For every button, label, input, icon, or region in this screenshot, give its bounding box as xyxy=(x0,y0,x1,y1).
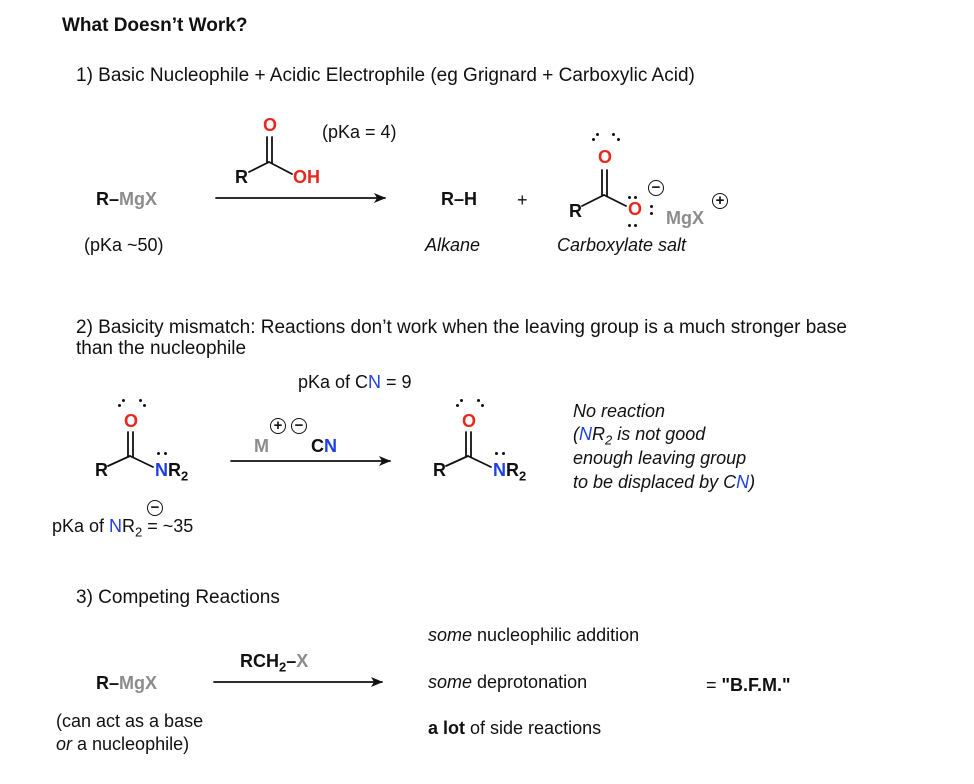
lone-pair-dot xyxy=(634,196,637,199)
s3-outcome-deprotonation: some deprotonation xyxy=(428,672,588,692)
negative-charge-icon: − xyxy=(648,180,664,196)
s1-acid-carbonyl-oxygen: O xyxy=(263,115,278,135)
s1-reactant-grignard: R–MgX xyxy=(96,189,158,209)
section1-heading: 1) Basic Nucleophile + Acidic Electrophi… xyxy=(76,65,695,86)
lone-pair-dot xyxy=(650,205,653,208)
negative-charge-icon: − xyxy=(291,418,307,434)
bond-c-r xyxy=(581,194,605,207)
s1-product-alkane: R–H xyxy=(441,189,478,209)
section2-heading-line2: than the nucleophile xyxy=(76,338,247,359)
lone-pair-dot xyxy=(118,404,121,407)
s1-acid-pka: (pKa = 4) xyxy=(322,122,397,142)
s3-outcome-side-reactions: a lot of side reactions xyxy=(428,718,602,738)
s2-product-amide-oxygen: O xyxy=(462,411,477,431)
lone-pair-dot xyxy=(628,196,631,199)
lone-pair-dot xyxy=(460,399,463,402)
lone-pair-dot xyxy=(477,399,480,402)
s1-acid-r-group: R xyxy=(235,167,248,187)
s2-amide-r-group: R xyxy=(95,460,108,480)
s1-carboxylate-label: Carboxylate salt xyxy=(557,235,687,255)
s3-reactant-grignard: R–MgX xyxy=(96,673,158,693)
s2-note-line4: to be displaced by CN) xyxy=(573,472,756,492)
lone-pair-dot xyxy=(164,452,167,455)
lone-pair-dot xyxy=(628,224,631,227)
lone-pair-dot xyxy=(617,138,620,141)
s2-product-r-group: R xyxy=(433,460,446,480)
s2-amide-nr2: NR2 xyxy=(155,460,189,484)
lone-pair-dot xyxy=(650,212,653,215)
s2-note-line1: No reaction xyxy=(573,401,666,421)
s3-outcome-addition: some nucleophilic addition xyxy=(428,625,640,645)
lone-pair-dot xyxy=(634,224,637,227)
s1-plus-sign: + xyxy=(517,190,528,210)
s1-alkane-label: Alkane xyxy=(425,235,481,255)
s1-carboxylate-anionic-oxygen: O xyxy=(628,199,643,219)
lone-pair-dot xyxy=(122,399,125,402)
bond-c-r xyxy=(248,161,270,173)
negative-charge-icon: − xyxy=(147,500,163,516)
section3-heading: 3) Competing Reactions xyxy=(76,587,280,608)
lone-pair-dot xyxy=(481,404,484,407)
s1-magnesium-counterion: MgX xyxy=(666,208,704,228)
lone-pair-dot xyxy=(612,133,615,136)
s1-carboxylate-r-group: R xyxy=(569,201,582,221)
lone-pair-dot xyxy=(143,404,146,407)
s2-metal-cation: M xyxy=(254,436,269,456)
s2-cyanide-pka: pKa of CN = 9 xyxy=(298,372,412,392)
bond-c-r xyxy=(107,455,131,467)
s2-product-nr2: NR2 xyxy=(493,460,527,484)
s3-reactant-note-line1: (can act as a base xyxy=(56,711,204,731)
lone-pair-dot xyxy=(139,399,142,402)
section2-heading-line1: 2) Basicity mismatch: Reactions don’t wo… xyxy=(76,317,847,338)
s1-carboxylate-carbonyl-oxygen: O xyxy=(598,147,613,167)
bond-c-r xyxy=(445,455,469,467)
lone-pair-dot xyxy=(502,452,505,455)
s2-cyanide: CN xyxy=(311,436,337,456)
s2-amide-oxygen: O xyxy=(124,411,139,431)
positive-charge-icon: + xyxy=(712,193,728,209)
bond-c-o-single xyxy=(603,194,627,207)
s3-result: = "B.F.M." xyxy=(706,675,791,695)
lone-pair-dot xyxy=(456,404,459,407)
lone-pair-dot xyxy=(592,138,595,141)
page-title: What Doesn’t Work? xyxy=(62,15,248,36)
s2-note-line3: enough leaving group xyxy=(573,448,747,468)
s2-note-line2: (NR2 is not good xyxy=(573,424,706,448)
s1-reactant-pka: (pKa ~50) xyxy=(84,235,164,255)
bond-c-n xyxy=(467,455,492,468)
bond-c-n xyxy=(129,455,154,468)
s3-reactant-note-line2: or a nucleophile) xyxy=(56,734,190,754)
s3-alkyl-halide-reagent: RCH2–X xyxy=(240,651,309,675)
s2-amide-pka: pKa of NR2 = ~35 xyxy=(52,516,194,540)
s1-acid-hydroxyl: OH xyxy=(293,167,320,187)
lone-pair-dot xyxy=(495,452,498,455)
lone-pair-dot xyxy=(596,133,599,136)
lone-pair-dot xyxy=(157,452,160,455)
positive-charge-icon: + xyxy=(270,418,286,434)
bond-c-oh xyxy=(268,161,293,175)
